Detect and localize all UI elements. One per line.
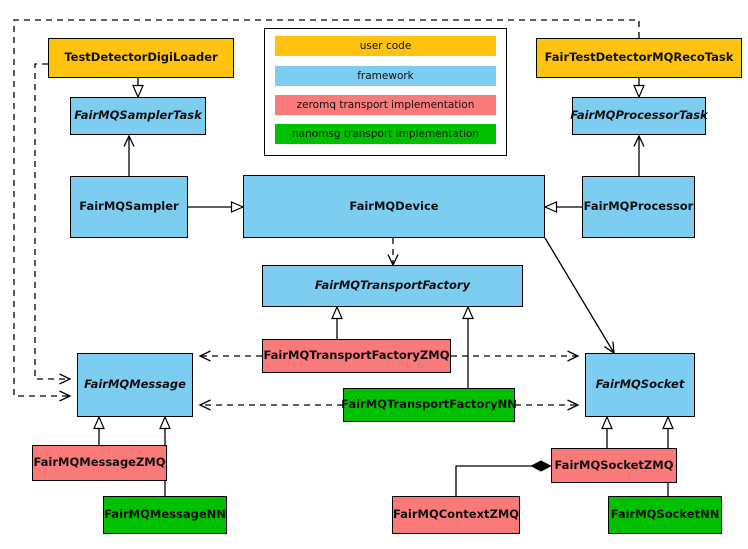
class-label: FairMQTransportFactoryZMQ [263,348,450,363]
class-fairmq-transport-factory-nn[interactable]: FairMQTransportFactoryNN [341,388,517,422]
legend-label-zeromq: zeromq transport implementation [296,99,475,111]
class-fairmq-message-nn[interactable]: FairMQMessageNN [103,496,227,534]
legend-item-nanomsg: nanomsg transport implementation [275,124,496,144]
class-fairmq-transport-factory[interactable]: FairMQTransportFactory [262,265,523,307]
class-label: FairMQSocketNN [610,507,720,522]
class-label: FairMQMessageNN [104,507,226,522]
legend-label-nanomsg: nanomsg transport implementation [292,128,479,140]
edge-digi-loader-uses-message [34,63,70,379]
legend-label-user-code: user code [359,40,412,52]
class-fairmq-processor-task[interactable]: FairMQProcessorTask [570,97,708,135]
edge-device-uses-socket [544,237,614,353]
class-fairmq-socket[interactable]: FairMQSocket [585,353,695,417]
class-label: FairMQSamplerTask [74,108,202,123]
class-label: FairMQDevice [349,198,439,213]
class-label: FairMQMessageZMQ [33,455,166,470]
class-fairmq-sampler[interactable]: FairMQSampler [70,176,188,238]
class-label: FairMQProcessorTask [570,108,708,123]
class-fair-test-detector-mq-reco-task[interactable]: FairTestDetectorMQRecoTask [536,38,742,78]
class-fairmq-processor[interactable]: FairMQProcessor [582,176,695,238]
legend-item-framework: framework [275,66,496,86]
edge-context-zmq-composes-socket-zmq [455,466,551,496]
class-fairmq-message[interactable]: FairMQMessage [77,353,193,417]
class-test-detector-digi-loader[interactable]: TestDetectorDigiLoader [48,38,234,78]
class-label: FairMQProcessor [583,199,694,214]
class-label: FairMQSampler [79,199,179,214]
class-label: TestDetectorDigiLoader [64,50,218,65]
legend-label-framework: framework [357,70,414,82]
class-label: FairMQSocketZMQ [554,457,674,472]
class-label: FairMQMessage [84,377,186,392]
class-fairmq-message-zmq[interactable]: FairMQMessageZMQ [32,445,167,481]
class-fairmq-transport-factory-zmq[interactable]: FairMQTransportFactoryZMQ [262,339,451,373]
class-label: FairMQContextZMQ [392,507,520,522]
legend-item-zeromq: zeromq transport implementation [275,95,496,115]
class-label: FairMQSocket [595,377,685,392]
class-label: FairMQTransportFactoryNN [341,397,517,412]
class-fairmq-socket-zmq[interactable]: FairMQSocketZMQ [551,448,677,483]
class-fairmq-sampler-task[interactable]: FairMQSamplerTask [70,97,206,135]
class-fairmq-socket-nn[interactable]: FairMQSocketNN [608,496,722,534]
class-fairmq-context-zmq[interactable]: FairMQContextZMQ [392,496,520,534]
class-label: FairMQTransportFactory [314,278,471,293]
class-fairmq-device[interactable]: FairMQDevice [243,175,545,238]
legend-item-user-code: user code [275,36,496,56]
class-label: FairTestDetectorMQRecoTask [544,50,734,65]
